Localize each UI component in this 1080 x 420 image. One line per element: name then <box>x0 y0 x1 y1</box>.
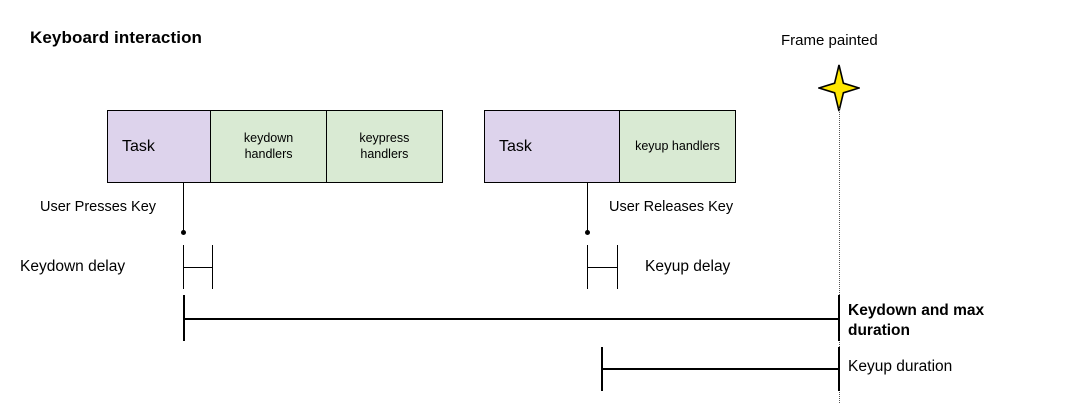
four-point-star-icon <box>818 64 860 112</box>
keyup-event-dot <box>585 230 590 235</box>
frame-painted-label: Frame painted <box>781 32 878 49</box>
task-cell: Task <box>485 111 620 182</box>
keypress-handlers-label-line2: handlers <box>360 146 409 161</box>
task-cell: Task <box>108 111 212 182</box>
user-releases-key-label: User Releases Key <box>609 199 734 215</box>
keyup-delay-label: Keyup delay <box>645 258 731 275</box>
keydown-max-duration-label: Keydown and max duration <box>848 301 1038 341</box>
task-cell-label: Task <box>499 137 532 155</box>
keyup-delay-bar <box>587 267 617 268</box>
keydown-handlers-label: keydown handlers <box>244 131 293 162</box>
keydown-handlers-label-line2: handlers <box>244 146 293 161</box>
keyup-duration-tick-end <box>838 347 840 391</box>
keydown-event-dot <box>181 230 186 235</box>
page-title: Keyboard interaction <box>30 28 203 47</box>
keypress-handlers-cell: keypress handlers <box>326 111 442 182</box>
keyup-event-connector <box>587 183 588 232</box>
keydown-delay-tick-end <box>212 245 213 289</box>
keydown-duration-bar <box>183 318 839 320</box>
keyup-delay-tick-end <box>617 245 618 289</box>
keydown-duration-tick-end <box>838 295 840 341</box>
keyup-handlers-label: keyup handlers <box>635 138 720 153</box>
keydown-handlers-cell: keydown handlers <box>211 111 327 182</box>
frame-painted-guideline <box>839 108 840 403</box>
keydown-delay-bar <box>183 267 212 268</box>
task-group-keydown: Task keydown handlers keypress handlers <box>107 110 443 183</box>
task-cell-label: Task <box>122 137 155 155</box>
keyup-handlers-cell: keyup handlers <box>619 111 735 182</box>
task-group-keyup: Task keyup handlers <box>484 110 736 183</box>
keydown-handlers-label-line1: keydown <box>243 131 294 146</box>
keydown-event-connector <box>183 183 184 232</box>
keydown-max-duration-label-line2: duration <box>848 321 910 339</box>
keyup-duration-bar <box>601 368 839 370</box>
keypress-handlers-label: keypress handlers <box>359 131 409 162</box>
keypress-handlers-label-line1: keypress <box>359 131 410 146</box>
keyup-duration-label: Keyup duration <box>848 358 953 375</box>
user-presses-key-label: User Presses Key <box>40 199 157 215</box>
keydown-delay-label: Keydown delay <box>20 258 126 275</box>
keydown-max-duration-label-line1: Keydown and max <box>848 302 985 319</box>
